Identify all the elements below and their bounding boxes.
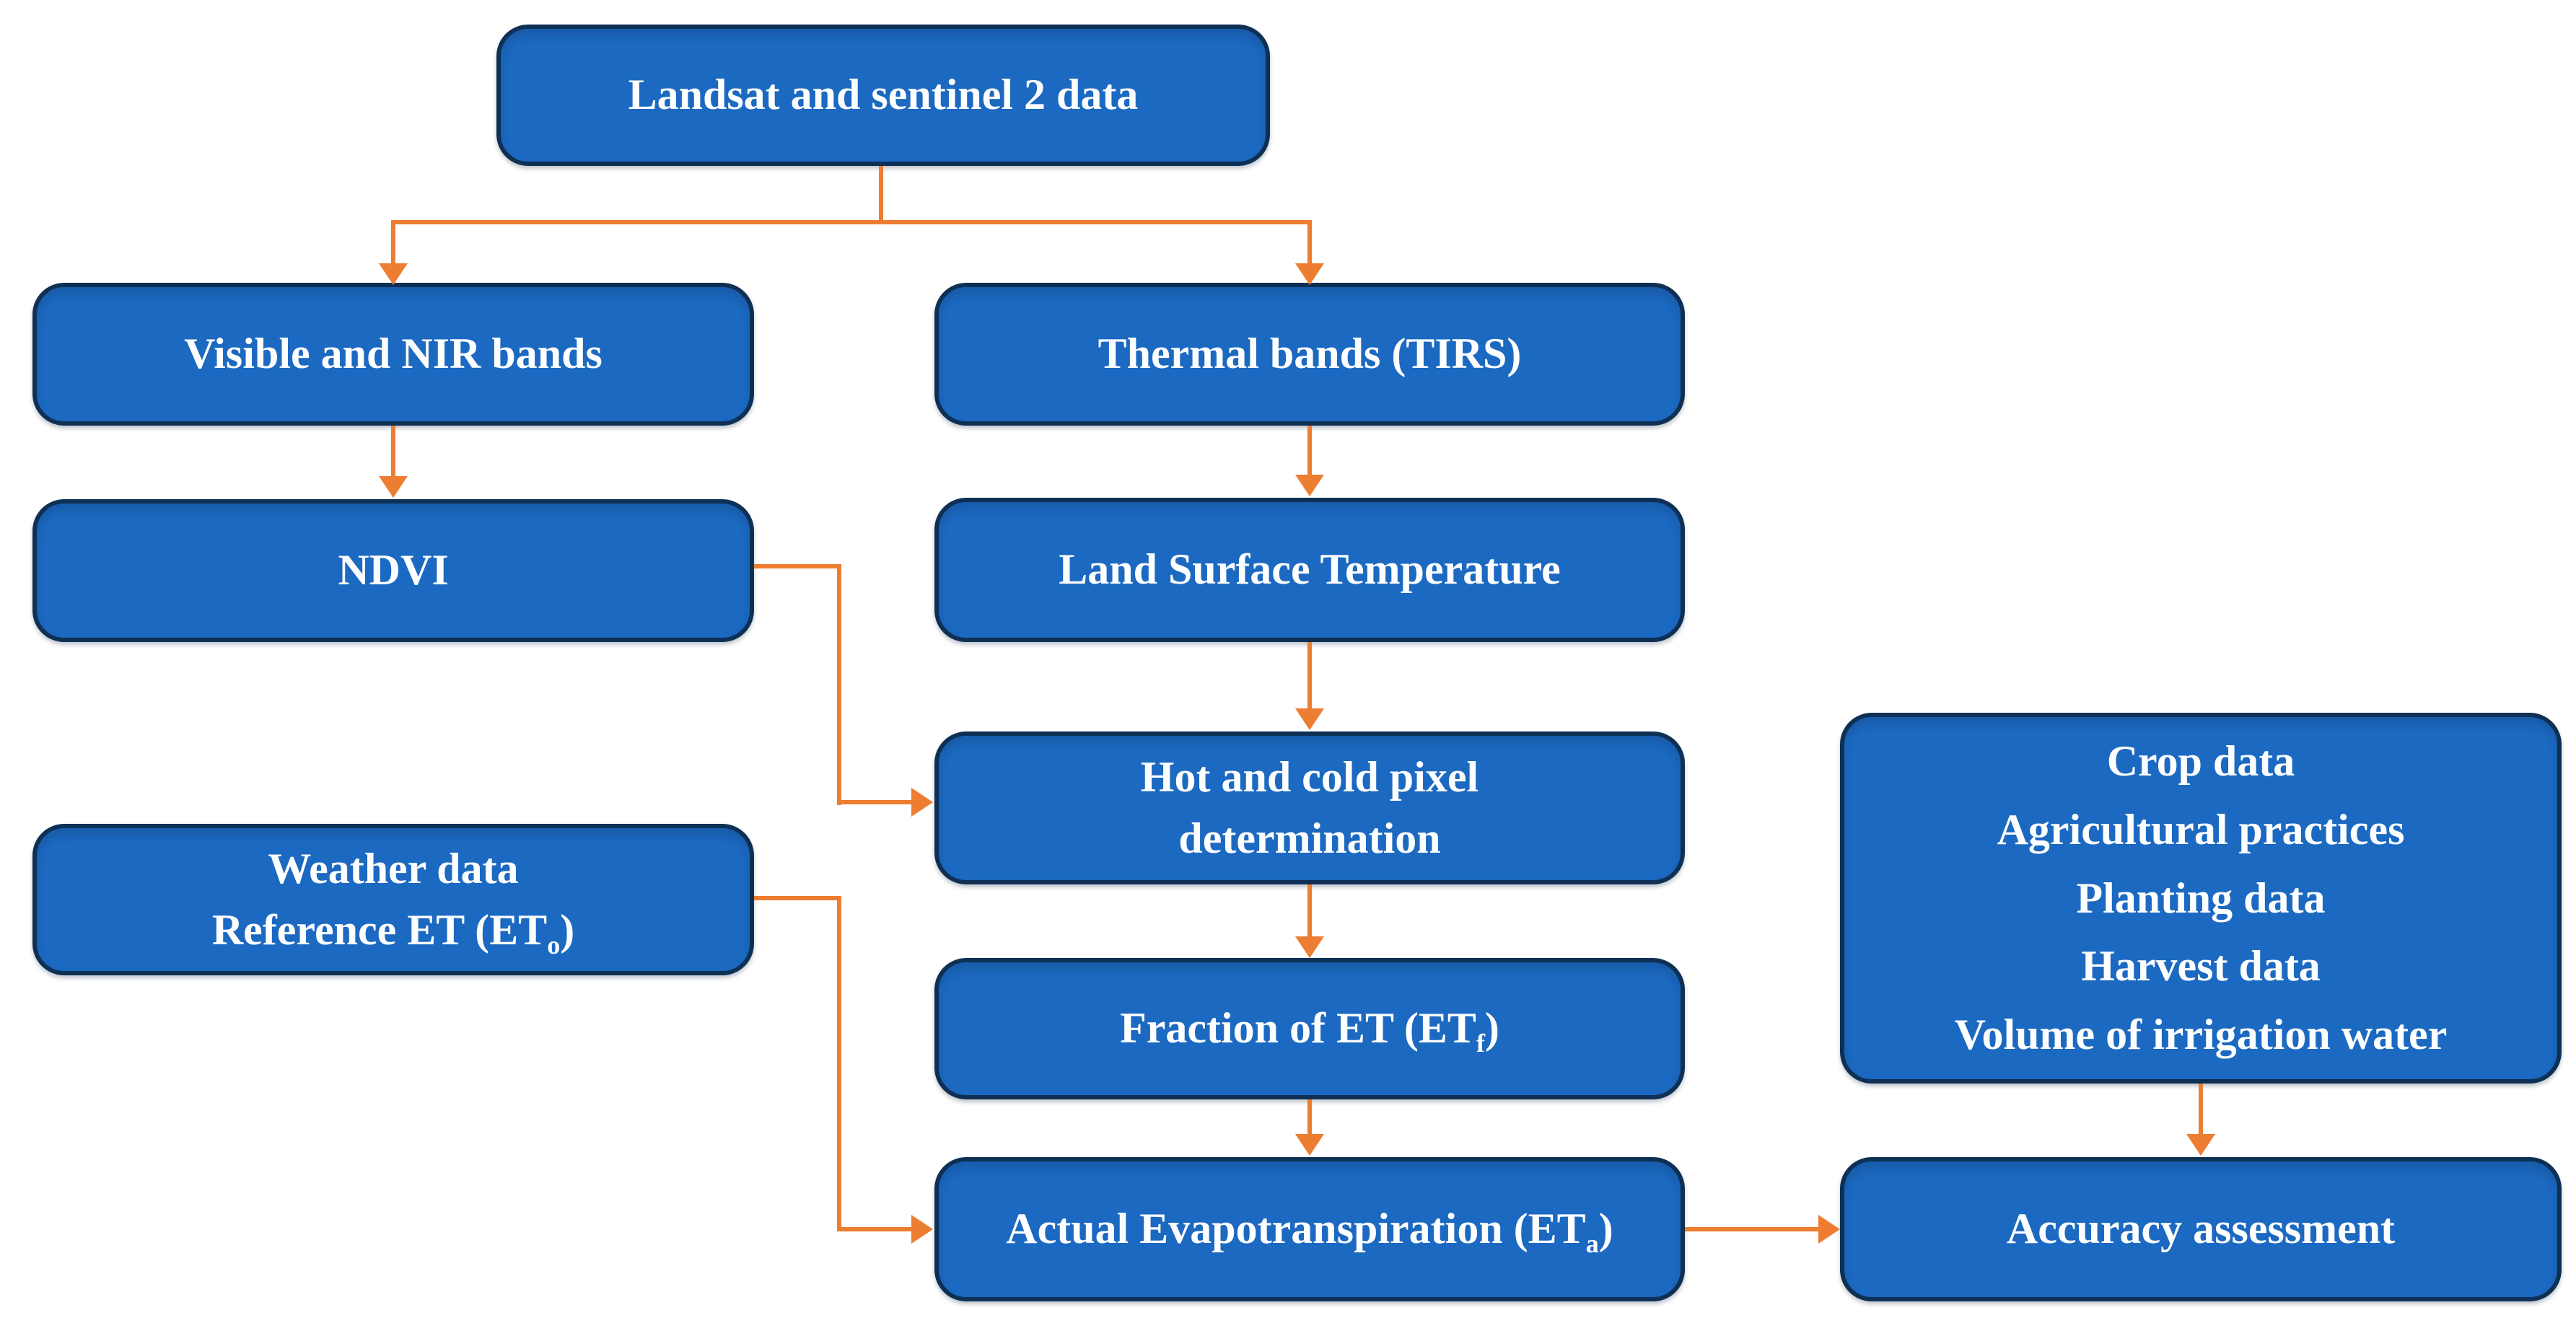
arrowhead-into-visible xyxy=(379,263,408,285)
edge-crop-to-accuracy xyxy=(2199,1084,2203,1135)
edge-ndvi-elbow-out xyxy=(754,564,841,568)
node-actual-evapotranspiration: Actual Evapotranspiration (ETa) xyxy=(934,1157,1685,1301)
node-label-line: determination xyxy=(1178,814,1441,862)
edge-ndvi-elbow-down xyxy=(837,564,841,805)
edge-weather-elbow-down xyxy=(837,896,841,1229)
edge-thermal-to-lst xyxy=(1307,426,1312,476)
edge-hotcold-to-fraction xyxy=(1307,884,1312,938)
node-label-line: Land Surface Temperature xyxy=(1059,545,1561,594)
node-label-line: Fraction of ET (ETf) xyxy=(1120,1004,1499,1058)
arrowhead-into-eta xyxy=(1295,1134,1324,1156)
arrowhead-into-accuracy xyxy=(1818,1215,1840,1244)
arrowhead-ndvi-into-hotcold xyxy=(911,788,933,817)
node-fraction-of-et: Fraction of ET (ETf) xyxy=(934,958,1685,1099)
edge-ndvi-elbow-in xyxy=(837,800,913,804)
node-label-line: Agricultural practices xyxy=(1997,805,2405,853)
node-label-line: Landsat and sentinel 2 data xyxy=(628,71,1139,119)
node-ndvi: NDVI xyxy=(32,499,754,642)
node-label-line: Reference ET (ETo) xyxy=(211,906,575,959)
node-label-line: Accuracy assessment xyxy=(2006,1205,2396,1253)
node-label-line: Weather data xyxy=(268,844,519,892)
edge-eta-to-accuracy xyxy=(1685,1227,1820,1231)
node-accuracy-assessment: Accuracy assessment xyxy=(1840,1157,2562,1301)
node-label-line: Hot and cold pixel xyxy=(1140,752,1479,801)
edge-weather-elbow-in xyxy=(837,1227,913,1231)
edge-split-to-visible xyxy=(391,220,395,266)
arrowhead-into-thermal xyxy=(1295,263,1324,285)
node-landsat-sentinel-data: Landsat and sentinel 2 data xyxy=(496,25,1270,166)
node-hot-cold-pixel-determination: Hot and cold pixel determination xyxy=(934,732,1685,884)
edge-lst-to-hotcold xyxy=(1307,642,1312,710)
node-thermal-bands-tirs: Thermal bands (TIRS) xyxy=(934,283,1685,426)
arrowhead-into-hotcold xyxy=(1295,708,1324,730)
node-label-line: NDVI xyxy=(338,546,449,594)
node-visible-nir-bands: Visible and NIR bands xyxy=(32,283,754,426)
node-label-line: Visible and NIR bands xyxy=(184,330,603,378)
node-label-line: Harvest data xyxy=(2081,942,2321,990)
arrowhead-into-fraction xyxy=(1295,936,1324,958)
node-label-line: Thermal bands (TIRS) xyxy=(1098,330,1522,378)
node-label-line: Crop data xyxy=(2106,737,2295,785)
edge-fraction-to-eta xyxy=(1307,1099,1312,1135)
edge-landsat-stem xyxy=(879,166,883,222)
node-label-line: Volume of irrigation water xyxy=(1954,1011,2448,1059)
arrowhead-crop-into-accuracy xyxy=(2186,1134,2215,1156)
edge-split-to-thermal xyxy=(1307,220,1312,266)
node-land-surface-temperature: Land Surface Temperature xyxy=(934,498,1685,642)
edge-landsat-split-bar xyxy=(391,220,1312,224)
arrowhead-weather-into-eta xyxy=(911,1215,933,1244)
edge-weather-elbow-out xyxy=(754,896,841,900)
arrowhead-into-ndvi xyxy=(379,476,408,498)
node-label-line: Planting data xyxy=(2076,874,2326,922)
edge-visible-to-ndvi xyxy=(391,426,395,478)
arrowhead-into-lst xyxy=(1295,475,1324,496)
node-label-line: Actual Evapotranspiration (ETa) xyxy=(1006,1205,1613,1259)
